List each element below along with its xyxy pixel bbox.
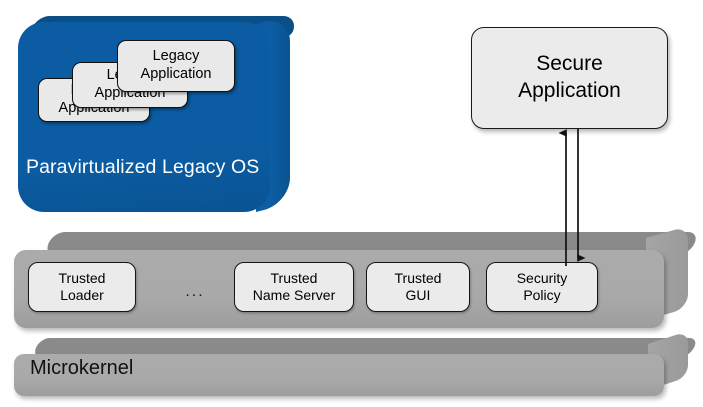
microkernel-face [14,354,664,396]
trusted-gui-box[interactable]: Trusted GUI [366,262,470,312]
trusted-loader-box[interactable]: Trusted Loader [28,262,136,312]
services-ellipsis: ... [185,283,205,300]
trusted-name-server-box[interactable]: Trusted Name Server [234,262,354,312]
microkernel-layer [14,331,699,398]
legacy-os-label: Paravirtualized Legacy OS [26,156,260,178]
secure-application-box[interactable]: Secure Application [471,27,668,129]
security-policy-box[interactable]: Security Policy [486,262,598,312]
legacy-application-card-3[interactable]: Legacy Application [117,40,235,92]
microkernel-label: Microkernel [30,357,134,379]
